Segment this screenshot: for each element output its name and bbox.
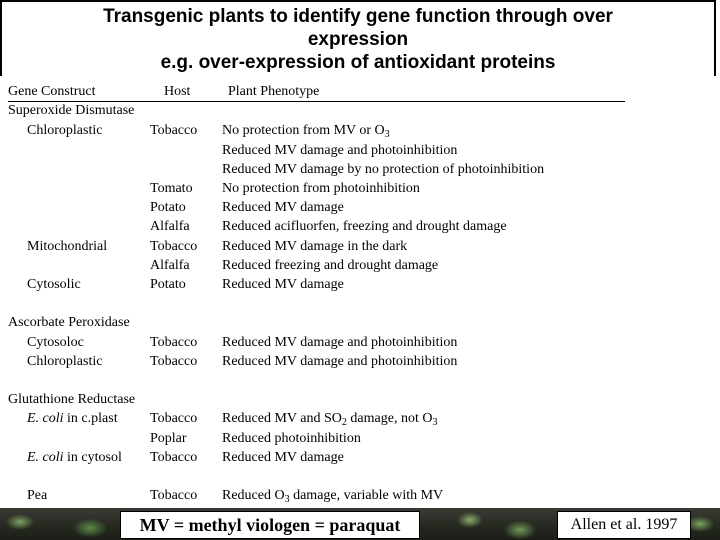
phenotype: Reduced MV damage by no protection of ph… [222,162,545,177]
construct-cytosoloc: Cytosoloc [27,335,84,350]
construct-chloroplastic: Chloroplastic [27,123,103,138]
phenotype: Reduced MV damage and photoinhibition [222,143,458,158]
construct-mitochondrial: Mitochondrial [27,239,108,254]
host-alfalfa: Alfalfa [150,219,190,234]
phenotype: Reduced MV damage in the dark [222,239,408,254]
phenotype: Reduced freezing and drought damage [222,258,439,273]
title-line-1: Transgenic plants to identify gene funct… [103,6,613,27]
host-potato: Potato [150,277,186,292]
title-line-3: e.g. over-expression of antioxidant prot… [160,52,556,73]
slide-title: Transgenic plants to identify gene funct… [0,0,716,76]
header-gene-construct: Gene Construct [8,84,96,99]
host-poplar: Poplar [150,431,187,446]
host-tomato: Tomato [150,181,193,196]
host-alfalfa: Alfalfa [150,258,190,273]
header-rule [8,101,625,102]
phenotype: Reduced MV damage and photoinhibition [222,354,458,369]
phenotype: Reduced O3 damage, variable with MV [222,488,444,505]
phenotype: Reduced photoinhibition [222,431,361,446]
phenotype: Reduced MV and SO2 damage, not O3 [222,411,438,428]
section-heading-sod: Superoxide Dismutase [8,103,135,118]
construct-ecoli-cplast: E. coli in c.plast [27,411,118,426]
header-plant-phenotype: Plant Phenotype [228,84,320,99]
construct-pea: Pea [27,488,48,503]
host-tobacco: Tobacco [150,335,198,350]
phenotype: Reduced acifluorfen, freezing and drough… [222,219,507,234]
host-tobacco: Tobacco [150,450,198,465]
host-tobacco: Tobacco [150,123,198,138]
title-line-2: expression [307,29,409,50]
construct-cytosolic: Cytosolic [27,277,81,292]
section-heading-gr: Glutathione Reductase [8,392,136,407]
phenotype: No protection from MV or O3 [222,123,390,140]
construct-chloroplastic: Chloroplastic [27,354,103,369]
mv-definition-box: MV = methyl viologen = paraquat [120,511,420,539]
citation-box: Allen et al. 1997 [557,511,691,539]
phenotype: Reduced MV damage [222,200,344,215]
phenotype: Reduced MV damage [222,277,344,292]
host-potato: Potato [150,200,186,215]
host-tobacco: Tobacco [150,488,198,503]
phenotype: Reduced MV damage [222,450,344,465]
host-tobacco: Tobacco [150,354,198,369]
phenotype: Reduced MV damage and photoinhibition [222,335,458,350]
host-tobacco: Tobacco [150,239,198,254]
host-tobacco: Tobacco [150,411,198,426]
section-heading-apx: Ascorbate Peroxidase [8,315,130,330]
phenotype: No protection from photoinhibition [222,181,420,196]
header-host: Host [164,84,191,99]
construct-ecoli-cytosol: E. coli in cytosol [27,450,122,465]
